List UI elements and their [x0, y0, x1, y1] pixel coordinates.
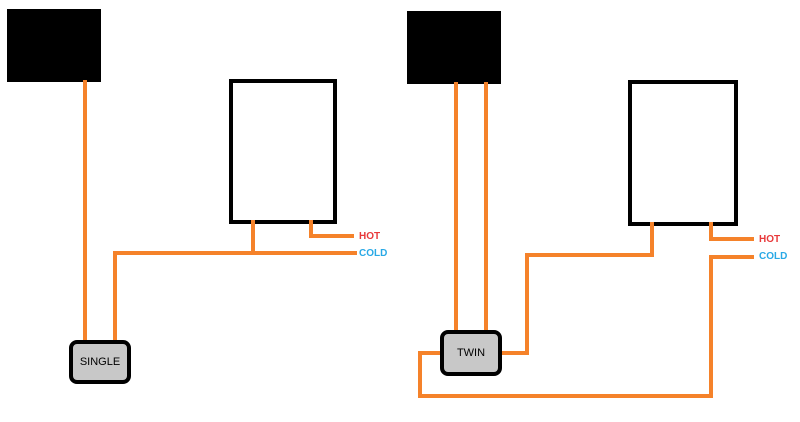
- right-hot-pipe: [709, 222, 754, 241]
- right-cold-label: COLD: [759, 251, 788, 262]
- right-pipes: [418, 82, 754, 398]
- left-pipes: [83, 80, 357, 345]
- left-cold-label: COLD: [359, 248, 388, 259]
- left-cylinder: [229, 79, 337, 224]
- right-cylinder: [628, 80, 738, 226]
- left-cold-pipe: [113, 251, 357, 345]
- twin-pump-unit: TWIN: [440, 330, 502, 376]
- right-hot-label: HOT: [759, 234, 781, 245]
- left-black-box: [7, 9, 101, 82]
- right-cold-supply: [498, 222, 654, 355]
- left-hot-label: HOT: [359, 231, 381, 242]
- single-pump-unit: SINGLE: [69, 340, 131, 384]
- right-loop-pipe: [418, 255, 754, 398]
- right-black-box: [407, 11, 501, 84]
- left-hot-pipe: [309, 220, 354, 238]
